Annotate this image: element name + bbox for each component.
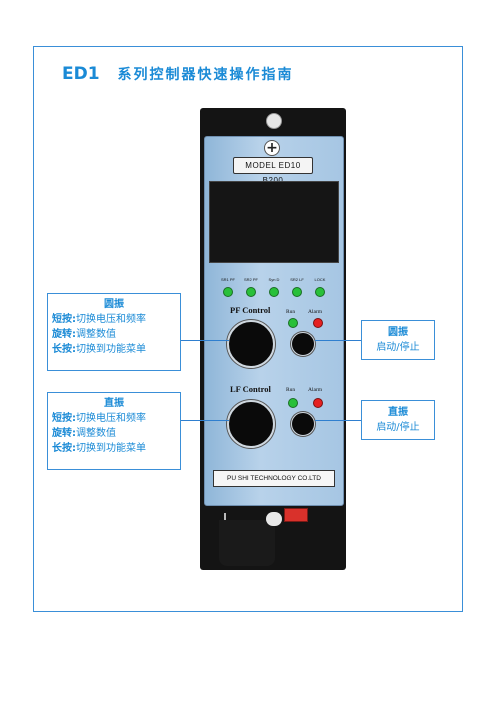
led-label-sr2-lf: SR2 LF	[290, 277, 304, 282]
display-screen	[209, 181, 339, 263]
led-label-lock: LOCK	[314, 277, 326, 282]
pf-right-leader-line	[315, 340, 361, 341]
callout-text: 启动/停止	[376, 342, 420, 353]
lf-left-leader-line	[181, 420, 229, 421]
model-label: MODEL ED10 B200	[233, 157, 313, 185]
led-label-syn-d: Syn D	[268, 277, 280, 282]
callout-val: 调整数值	[76, 329, 116, 340]
lf-alarm-led-icon	[313, 398, 323, 408]
callout-val: 切换到功能菜单	[76, 344, 146, 355]
lf-button-callout: 直振 启动/停止	[361, 400, 435, 440]
lf-run-label: Run	[286, 387, 296, 393]
callout-key: 旋转:	[52, 329, 76, 340]
callout-key: 短按:	[52, 314, 76, 325]
pf-knob-callout: 圆振 短按:切换电压和频率 旋转:调整数值 长按:切换到功能菜单	[47, 293, 181, 371]
led-sr1-pf-icon	[223, 287, 233, 297]
pf-left-leader-line	[181, 340, 229, 341]
lf-control-title: LF Control	[230, 384, 271, 394]
callout-key: 旋转:	[52, 428, 76, 439]
lf-control-knob[interactable]	[227, 400, 275, 448]
callout-text: 启动/停止	[376, 422, 420, 433]
lf-alarm-label: Alarm	[308, 387, 323, 393]
callout-head: 直振	[388, 407, 408, 418]
led-sr2-pf-icon	[246, 287, 256, 297]
title-sub: 系列控制器快速操作指南	[117, 67, 294, 83]
led-sr2-lf-icon	[292, 287, 302, 297]
callout-key: 长按:	[52, 443, 76, 454]
callout-key: 长按:	[52, 344, 76, 355]
lf-right-leader-line	[315, 420, 361, 421]
guide-frame	[33, 46, 463, 612]
power-connector	[219, 520, 275, 566]
led-label-sr2-pf: SR2 PF	[243, 277, 258, 282]
callout-key: 短按:	[52, 413, 76, 424]
lf-start-stop-button[interactable]	[291, 412, 315, 436]
callout-val: 切换电压和频率	[76, 314, 146, 325]
pf-button-callout: 圆振 启动/停止	[361, 320, 435, 360]
pf-control-title: PF Control	[230, 305, 271, 315]
callout-head: 圆振	[104, 299, 124, 310]
red-connector	[284, 508, 308, 522]
pf-run-label: Run	[286, 309, 296, 315]
mount-screw-icon	[266, 113, 282, 129]
title-main: ED1	[62, 64, 100, 84]
lf-knob-callout: 直振 短按:切换电压和频率 旋转:调整数值 长按:切换到功能菜单	[47, 392, 181, 470]
pf-control-knob[interactable]	[227, 320, 275, 368]
pf-run-led-icon	[288, 318, 298, 328]
callout-head: 直振	[104, 398, 124, 409]
callout-head: 圆振	[388, 327, 408, 338]
lf-run-led-icon	[288, 398, 298, 408]
led-syn-d-icon	[269, 287, 279, 297]
led-lock-icon	[315, 287, 325, 297]
plus-screw-icon: +	[264, 140, 280, 156]
page-title: ED1 系列控制器快速操作指南	[62, 64, 293, 84]
led-label-sr1-pf: SR1 PF	[220, 277, 235, 282]
callout-val: 切换电压和频率	[76, 413, 146, 424]
company-label: PU SHI TECHNOLOGY CO.LTD	[213, 470, 335, 487]
pf-start-stop-button[interactable]	[291, 332, 315, 356]
pf-alarm-led-icon	[313, 318, 323, 328]
callout-val: 调整数值	[76, 428, 116, 439]
callout-val: 切换到功能菜单	[76, 443, 146, 454]
bottom-slot	[224, 513, 226, 523]
pf-alarm-label: Alarm	[308, 309, 323, 315]
connector-latch	[266, 512, 282, 526]
